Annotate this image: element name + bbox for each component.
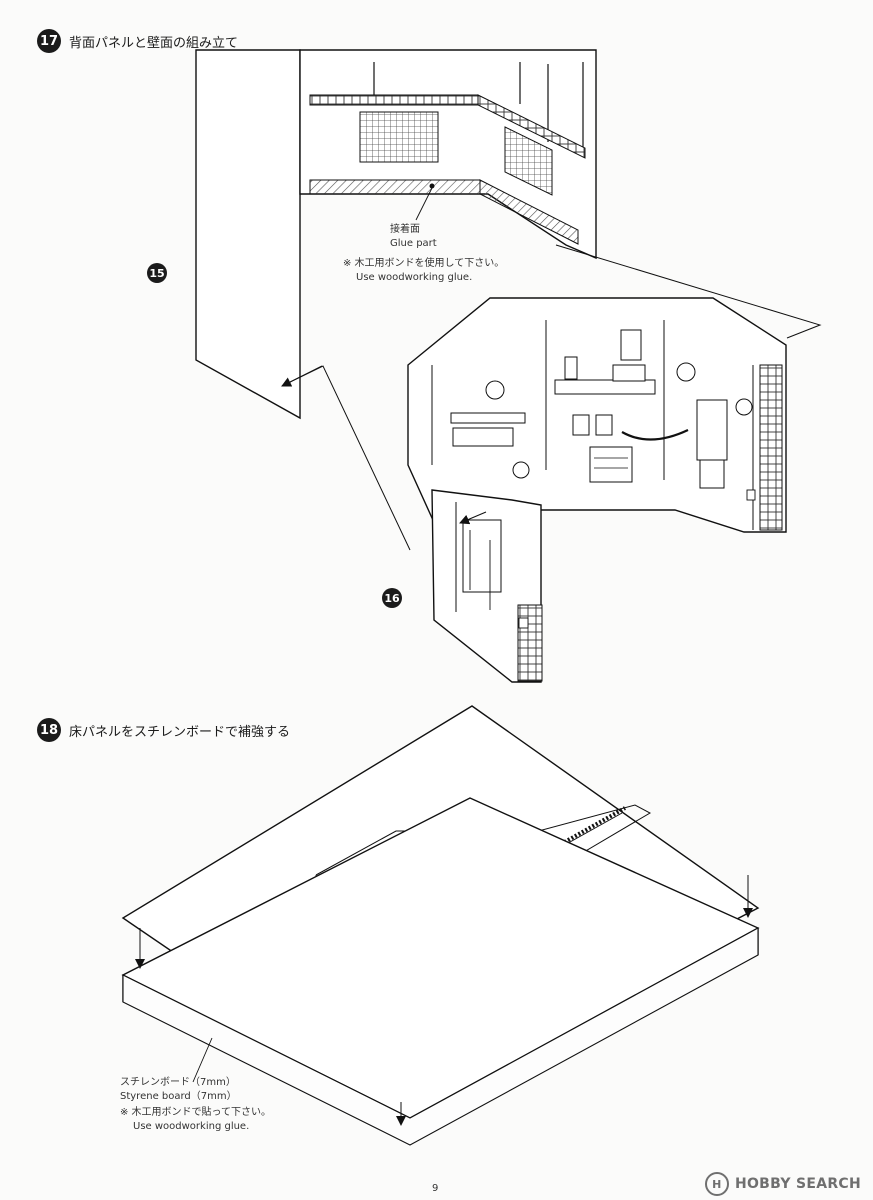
step-18-title: 床パネルをスチレンボードで補強する xyxy=(69,724,291,740)
styrene-board xyxy=(121,797,760,1146)
assembled-room xyxy=(407,297,787,541)
panel-15 xyxy=(195,49,301,420)
board-label-ja: スチレンボード（7mm） xyxy=(120,1077,236,1088)
board-label-en: Styrene board（7mm） xyxy=(120,1091,237,1102)
part-16-callout: 16 xyxy=(382,588,402,608)
step-17-note-ja: ※ 木工用ボンドを使用して下さい。 xyxy=(343,258,505,269)
step-18-heading: 18 床パネルをスチレンボードで補強する xyxy=(37,718,290,742)
hobby-search-watermark: H HOBBY SEARCH xyxy=(704,1172,861,1196)
step-17-note-en: Use woodworking glue. xyxy=(356,272,473,283)
hobby-search-text: HOBBY SEARCH xyxy=(734,1176,861,1192)
hobby-search-logo-icon: H xyxy=(704,1172,729,1196)
panel-16 xyxy=(431,489,543,683)
assembly-guides xyxy=(281,365,487,551)
step-17-heading: 17 背面パネルと壁面の組み立て xyxy=(37,29,238,53)
glue-part-label-ja: 接着面 xyxy=(390,224,420,235)
step-17-title: 背面パネルと壁面の組み立て xyxy=(69,35,239,51)
corner-wall-panel xyxy=(299,49,822,339)
page-number: 9 xyxy=(432,1183,439,1194)
step-18-note: ※ 木工用ボンドで貼って下さい。 Use woodworking glue. xyxy=(120,1106,271,1134)
step-18-note-ja: ※ 木工用ボンドで貼って下さい。 xyxy=(120,1107,272,1118)
step-17-badge: 17 xyxy=(37,29,61,53)
glue-part-label-en: Glue part xyxy=(390,238,437,249)
step-17-note: ※ 木工用ボンドを使用して下さい。 Use woodworking glue. xyxy=(343,257,504,285)
step-18-board-label: スチレンボード（7mm） Styrene board（7mm） xyxy=(120,1076,237,1104)
step-18-note-en: Use woodworking glue. xyxy=(133,1121,250,1132)
part-15-callout: 15 xyxy=(147,263,167,283)
glue-part-label: 接着面 Glue part xyxy=(390,223,437,251)
step-18-badge: 18 xyxy=(37,718,61,742)
